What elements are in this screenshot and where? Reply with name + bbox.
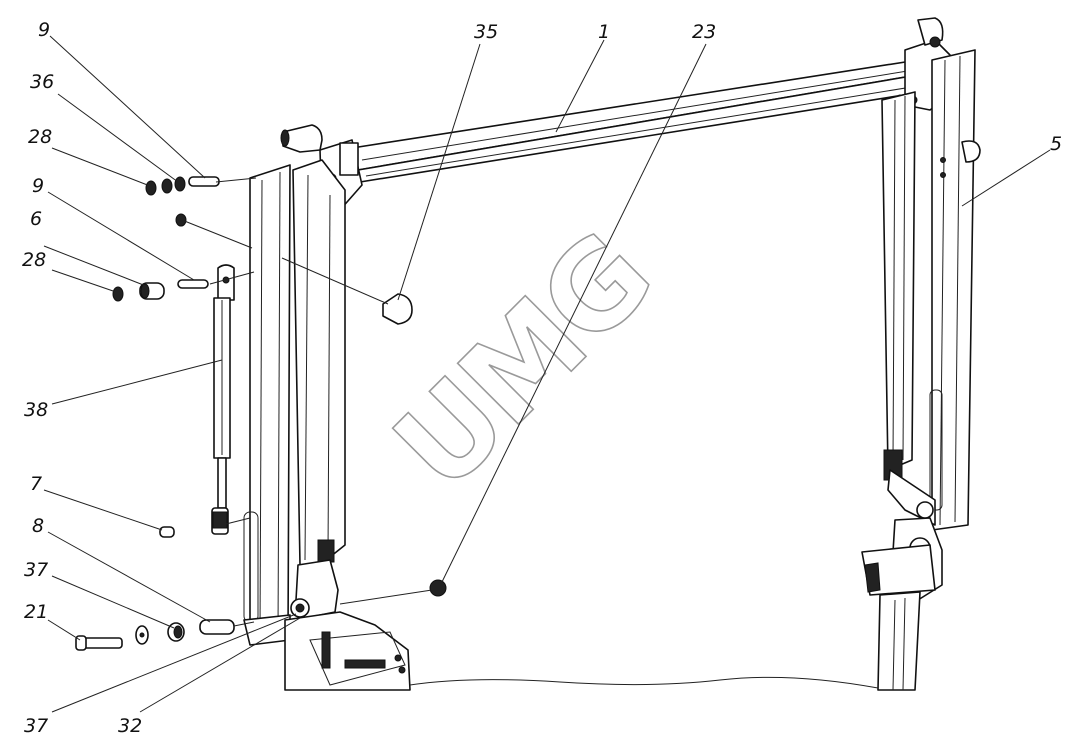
callout-6: 6	[30, 208, 42, 230]
leader-lines	[43, 35, 1051, 713]
callout-38: 38	[24, 399, 48, 421]
callout-37: 37	[24, 715, 48, 737]
left-outer-post	[243, 164, 291, 646]
callout-21: 21	[24, 601, 48, 623]
left-inner-post	[292, 159, 346, 566]
gas-strut	[211, 264, 235, 535]
callout-37: 37	[24, 559, 48, 581]
callout-9: 9	[32, 175, 44, 197]
top-cross-beam	[280, 17, 951, 213]
callout-9: 9	[38, 19, 50, 41]
callout-5: 5	[1050, 133, 1062, 155]
callout-35: 35	[474, 21, 498, 43]
callout-32: 32	[118, 715, 142, 737]
break-line	[409, 676, 879, 689]
callout-labels: 9 36 28 9 6 28 38 7 8 37 21 37 32 35 1 2…	[22, 19, 1062, 737]
callout-23: 23	[692, 21, 716, 43]
small-parts	[75, 176, 447, 651]
callout-8: 8	[32, 515, 44, 537]
right-post-assembly	[861, 49, 981, 691]
callout-1: 1	[598, 21, 610, 43]
callout-7: 7	[30, 473, 42, 495]
callout-28: 28	[28, 126, 52, 148]
callout-28: 28	[22, 249, 46, 271]
watermark: UMG	[368, 208, 676, 516]
left-lower-hinge	[284, 559, 411, 691]
callout-36: 36	[30, 71, 54, 93]
